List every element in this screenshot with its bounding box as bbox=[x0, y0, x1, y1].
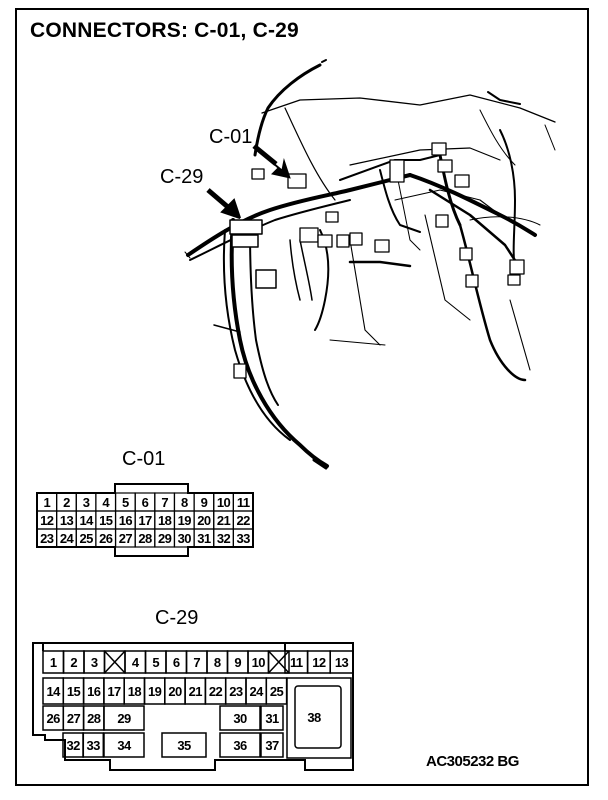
pin-number: 15 bbox=[99, 513, 113, 528]
pin-number: 24 bbox=[250, 684, 265, 699]
pin-number: 11 bbox=[290, 655, 303, 670]
pin-number: 8 bbox=[214, 655, 221, 670]
pin-number: 17 bbox=[138, 513, 152, 528]
pin-number: 31 bbox=[265, 711, 279, 726]
pin-number: 35 bbox=[177, 738, 191, 753]
pin-cell bbox=[161, 732, 207, 758]
pin-cell bbox=[103, 705, 145, 731]
pin-number: 28 bbox=[138, 531, 152, 546]
pin-number: 25 bbox=[270, 684, 284, 699]
pin-number: 16 bbox=[87, 684, 101, 699]
pin-number: 18 bbox=[128, 684, 142, 699]
pin-number: 26 bbox=[99, 531, 113, 546]
pin-number: 28 bbox=[87, 711, 101, 726]
pin-number: 37 bbox=[265, 738, 279, 753]
pin-number: 21 bbox=[217, 513, 231, 528]
pin-number: 21 bbox=[189, 684, 203, 699]
pin-number: 27 bbox=[119, 531, 133, 546]
pin-number: 38 bbox=[307, 710, 321, 725]
pin-cell bbox=[219, 705, 261, 731]
pin-number: 2 bbox=[70, 655, 77, 670]
pin-number: 19 bbox=[148, 684, 162, 699]
pin-38-terminal bbox=[294, 685, 342, 749]
pin-number: 29 bbox=[117, 711, 131, 726]
callout-c01-label: C-01 bbox=[209, 126, 253, 148]
pin-cell bbox=[260, 732, 284, 758]
pin-number: 5 bbox=[122, 495, 129, 510]
pin-number: 20 bbox=[197, 513, 211, 528]
pin-number: 33 bbox=[87, 738, 101, 753]
pin-number: 30 bbox=[233, 711, 247, 726]
pin-number: 17 bbox=[107, 684, 121, 699]
pin-number: 15 bbox=[67, 684, 81, 699]
pin-number: 23 bbox=[40, 531, 54, 546]
pin-number: 18 bbox=[158, 513, 172, 528]
connector-c01-label: C-01 bbox=[122, 448, 166, 470]
pin-number: 13 bbox=[60, 513, 74, 528]
pin-number: 7 bbox=[193, 655, 200, 670]
pin-number: 32 bbox=[217, 531, 231, 546]
pin-number: 4 bbox=[102, 495, 110, 510]
pin-number: 11 bbox=[237, 495, 250, 510]
pin-number: 3 bbox=[91, 655, 98, 670]
pin-number: 36 bbox=[233, 738, 247, 753]
figure-code: AC305232 BG bbox=[426, 753, 519, 770]
pin-number: 1 bbox=[50, 655, 57, 670]
pin-number: 2 bbox=[63, 495, 70, 510]
pin-number: 7 bbox=[161, 495, 168, 510]
pin-number: 24 bbox=[60, 531, 75, 546]
pin-cell bbox=[329, 650, 354, 674]
blocked-cell-cross bbox=[103, 650, 126, 674]
pin-number: 34 bbox=[117, 738, 132, 753]
pin-number: 12 bbox=[312, 655, 326, 670]
pin-number: 20 bbox=[168, 684, 182, 699]
pin-number: 9 bbox=[201, 495, 208, 510]
pin-cell-large bbox=[286, 677, 352, 759]
pin-number: 22 bbox=[209, 684, 223, 699]
pin-cell bbox=[103, 732, 145, 758]
connector-c29-label: C-29 bbox=[155, 607, 199, 629]
pin-cell bbox=[232, 528, 254, 548]
pin-number: 13 bbox=[335, 655, 349, 670]
pin-number: 31 bbox=[197, 531, 211, 546]
pin-number: 19 bbox=[178, 513, 192, 528]
pin-number: 14 bbox=[47, 684, 62, 699]
blocked-cell-cross bbox=[267, 650, 290, 674]
pin-cell bbox=[260, 705, 284, 731]
figure-frame bbox=[15, 8, 589, 786]
pin-number: 1 bbox=[43, 495, 50, 510]
pin-number: 29 bbox=[158, 531, 172, 546]
pin-number: 10 bbox=[217, 495, 231, 510]
pin-number: 33 bbox=[237, 531, 251, 546]
pin-number: 5 bbox=[152, 655, 159, 670]
pin-number: 22 bbox=[237, 513, 251, 528]
pin-number: 32 bbox=[67, 738, 81, 753]
pin-number: 8 bbox=[181, 495, 188, 510]
pin-number: 6 bbox=[173, 655, 180, 670]
callout-c29-label: C-29 bbox=[160, 166, 204, 188]
pin-number: 26 bbox=[47, 711, 61, 726]
pin-number: 9 bbox=[234, 655, 241, 670]
pin-number: 16 bbox=[119, 513, 133, 528]
pin-number: 23 bbox=[229, 684, 243, 699]
pin-number: 6 bbox=[142, 495, 149, 510]
pin-number: 14 bbox=[79, 513, 94, 528]
pin-number: 30 bbox=[178, 531, 192, 546]
pin-number: 12 bbox=[40, 513, 54, 528]
pin-number: 3 bbox=[83, 495, 90, 510]
pin-number: 10 bbox=[252, 655, 266, 670]
pin-number: 27 bbox=[67, 711, 81, 726]
pin-number: 4 bbox=[132, 655, 140, 670]
blocked-cell bbox=[267, 650, 290, 674]
pin-number: 25 bbox=[79, 531, 93, 546]
pin-cell bbox=[219, 732, 261, 758]
page-title: CONNECTORS: C-01, C-29 bbox=[30, 19, 299, 42]
